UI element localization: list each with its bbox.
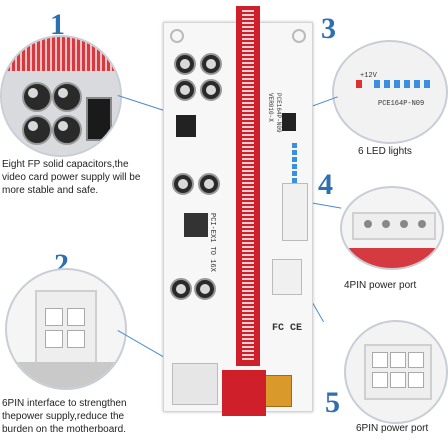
pin4-caption: 4PIN power port [344, 280, 417, 291]
pin6-interface-caption: 6PIN interface to strengthen thepower su… [2, 398, 127, 435]
silkscreen-label: PCI-EX1 TO 16X [208, 213, 216, 272]
pcie-slot [236, 6, 260, 366]
capacitor-caption: Eight FP solid capacitors,the video card… [2, 159, 141, 196]
cert-label: FC CE [272, 323, 303, 334]
model-label: PCE164P-N09 [275, 93, 282, 133]
pin6-port-caption: 6PIN power port [356, 423, 429, 434]
led-caption: 6 LED lights [358, 146, 412, 157]
x1-connector [222, 370, 266, 416]
capacitor-zoom-circle [0, 35, 122, 157]
model-label-zoom: PCE164P-N09 [378, 100, 425, 108]
version-label: VER010-X [267, 93, 274, 122]
step-number-5: 5 [325, 386, 340, 419]
led-zoom-circle: +12V PCE164P-N09 [332, 40, 448, 144]
step-number-4: 4 [318, 168, 333, 201]
pin6-port-zoom-circle [344, 320, 448, 424]
voltage-label: +12V [360, 72, 377, 80]
pin6-interface-zoom-circle [5, 268, 127, 390]
step-number-1: 1 [50, 8, 65, 41]
pin4-zoom-circle [340, 186, 444, 270]
step-number-3: 3 [321, 12, 336, 45]
